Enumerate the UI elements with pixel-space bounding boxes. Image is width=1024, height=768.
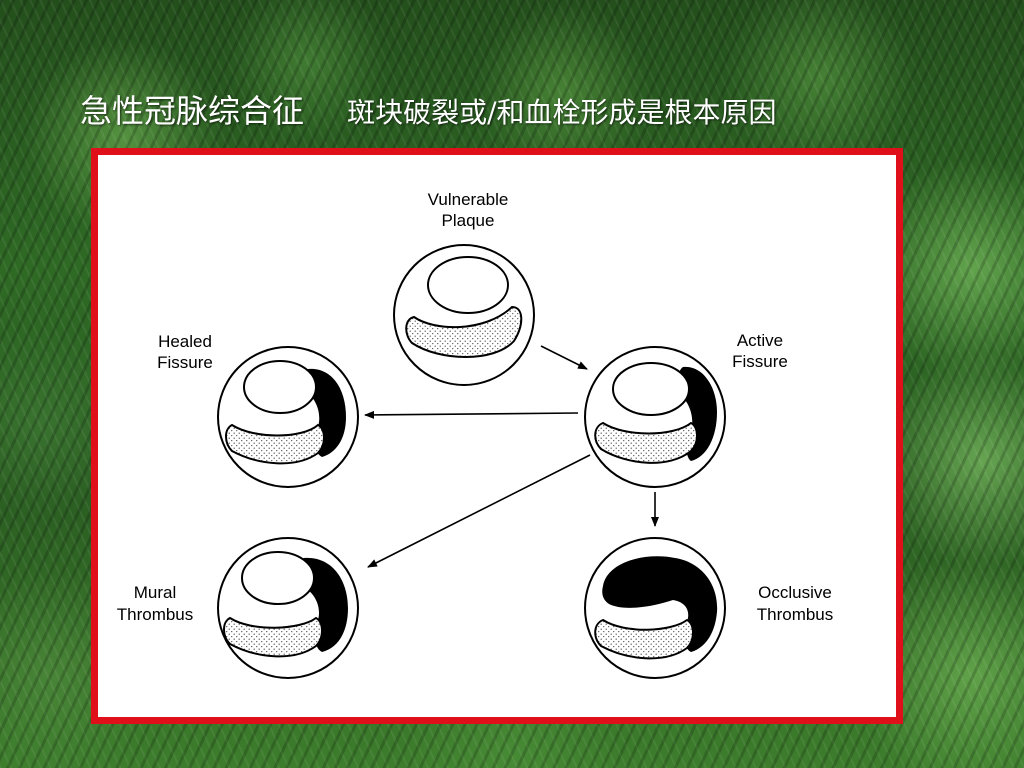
vulnerable-plaque-label-line2: Plaque (442, 211, 495, 230)
arrow-plaque-to-active (540, 345, 588, 370)
vessel-lumen (241, 551, 315, 605)
diagram-frame: Vulnerable Plaque Active Fissure Healed … (91, 148, 903, 724)
title-subtitle: 斑块破裂或/和血栓形成是根本原因 (347, 96, 777, 129)
vulnerable-plaque-label-line1: Vulnerable (428, 190, 509, 209)
lipid-core (594, 421, 698, 464)
mural-thrombus-node (217, 537, 359, 679)
occlusive-thrombus-node (584, 537, 726, 679)
slide-title: 急性冠脉综合征 斑块破裂或/和血栓形成是根本原因 (80, 86, 777, 132)
plaque-progression-diagram: Vulnerable Plaque Active Fissure Healed … (117, 190, 834, 679)
healed-fissure-label-line2: Fissure (157, 353, 213, 372)
title-main: 急性冠脉综合征 (80, 92, 305, 130)
occlusive-thrombus-label-line1: Occlusive (758, 583, 832, 602)
vessel-lumen (427, 256, 509, 314)
lipid-core (223, 616, 323, 658)
arrow-active-to-healed (364, 410, 579, 419)
lipid-core (594, 618, 694, 660)
vulnerable-plaque-node (393, 244, 535, 386)
vessel-lumen (243, 360, 317, 414)
occlusive-thrombus-label-line2: Thrombus (757, 605, 834, 624)
lipid-core (405, 305, 523, 358)
healed-fissure-label-line1: Healed (158, 332, 212, 351)
vessel-lumen (612, 362, 690, 416)
active-fissure-node (584, 346, 726, 488)
active-fissure-label-line2: Fissure (732, 352, 788, 371)
healed-fissure-node (217, 346, 359, 488)
arrow-active-to-mural (367, 454, 591, 568)
active-fissure-label-line1: Active (737, 331, 783, 350)
mural-thrombus-label-line1: Mural (134, 583, 177, 602)
lipid-core (225, 423, 325, 465)
mural-thrombus-label-line2: Thrombus (117, 605, 194, 624)
